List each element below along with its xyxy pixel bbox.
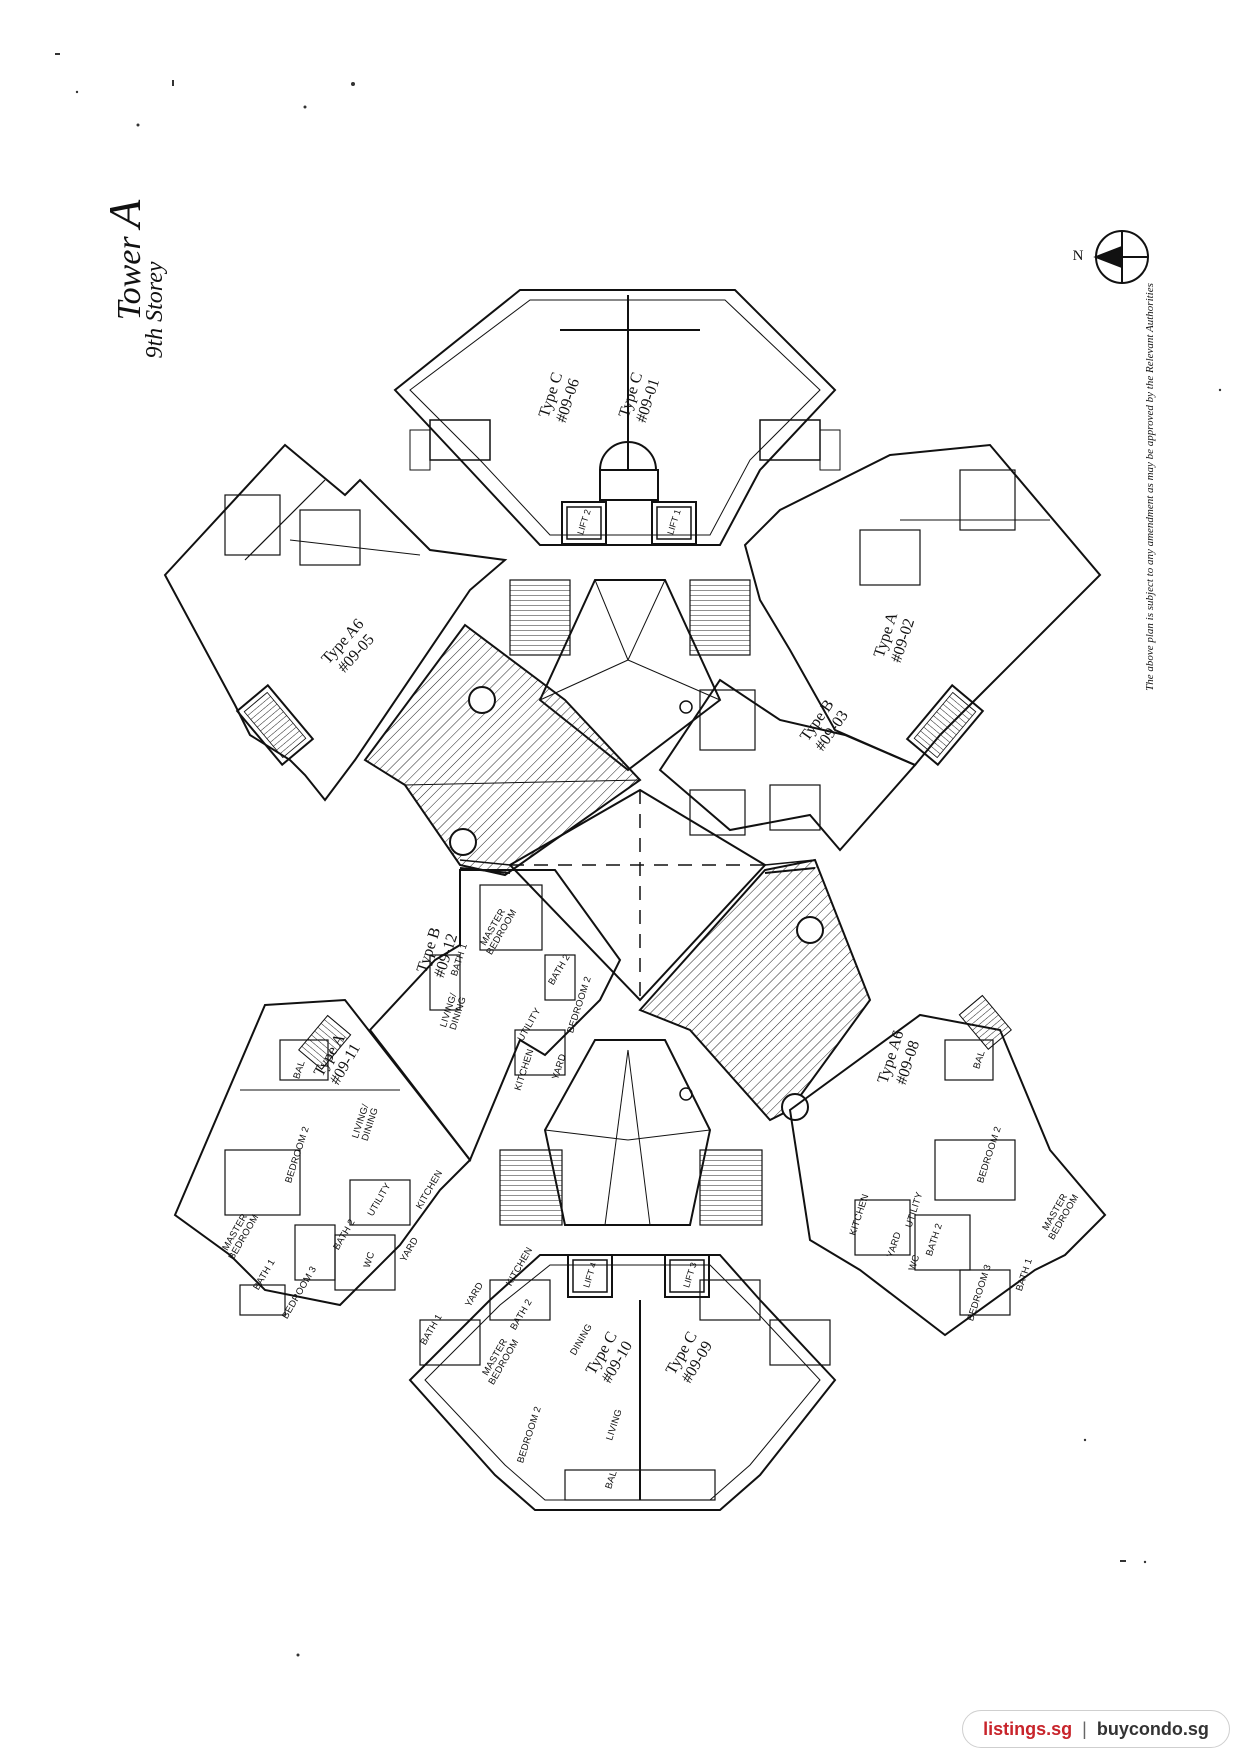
north-compass-icon <box>1093 230 1149 284</box>
upper-wing <box>163 289 1102 852</box>
north-label: N <box>1072 248 1084 264</box>
separator: | <box>1082 1718 1087 1739</box>
column-marker <box>679 700 693 714</box>
disclaimer-text: The above plan is subject to any amendme… <box>1144 283 1156 691</box>
site-link-listings[interactable]: listings.sg <box>983 1718 1073 1739</box>
void-upper-left <box>363 623 642 877</box>
storey-label: 9th Storey <box>142 261 168 359</box>
scan-specks <box>55 53 1222 1657</box>
column-marker <box>468 686 496 714</box>
lift-cars <box>566 506 705 1293</box>
watermark-badge[interactable]: listings.sg | buycondo.sg <box>962 1710 1230 1748</box>
column-marker <box>449 828 477 856</box>
column-marker <box>796 916 824 944</box>
tower-letter: A <box>99 199 150 228</box>
lower-wing <box>173 869 1107 1511</box>
void-lower-right <box>638 858 872 1122</box>
site-link-buycondo[interactable]: buycondo.sg <box>1096 1718 1209 1739</box>
